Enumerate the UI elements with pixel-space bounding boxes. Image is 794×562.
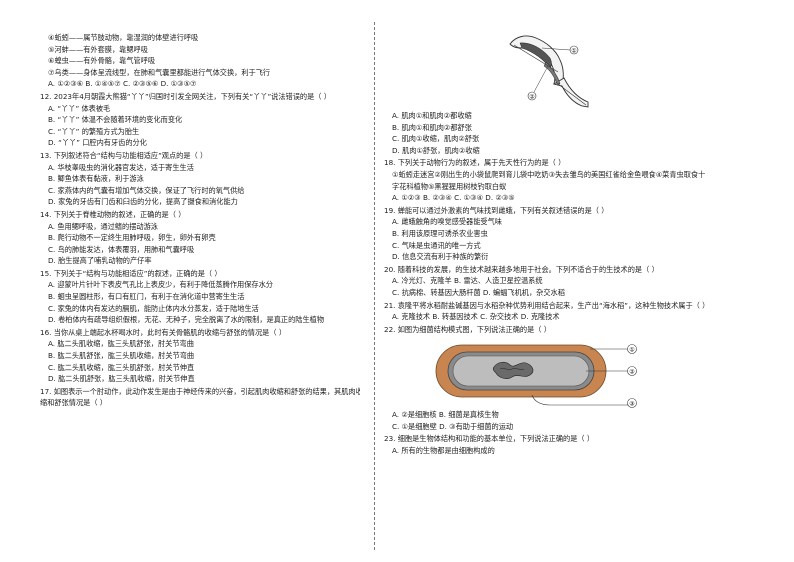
q19-option-a: A. 雌蛾触角的嗅觉感受器能受气味 [392, 217, 502, 227]
bacteria-label-3: ③ [629, 401, 634, 408]
question-12: 12. 2023年4月朝霞大熊猫“丫丫”归国时引发全网关注，下列有关“丫丫”说法… [40, 91, 331, 101]
question-17: 17. 如图表示一个肘动作，此动作发生是由于神经传来的兴奋，引起肌肉收缩和舒张的… [40, 386, 360, 396]
column-divider [374, 22, 375, 550]
question-21: 21. 袁隆平将水稻耐盐碱基因与水稻杂种优势利用结合起来，生产出“海水稻”，这种… [384, 300, 710, 310]
q12-option-b: B. “丫丫” 体温不会随着环境的变化而变化 [48, 115, 183, 125]
question-18: 18. 下列关于动物行为的叙述，属于先天性行为的是（ ） [384, 158, 566, 168]
q14-option-b: B. 爬行动物不一定终生用肺呼吸，卵生，卵外有卵壳 [48, 233, 216, 243]
left-column: ④蚯蚓——属节肢动物，靠湿润的体壁进行呼吸 ⑤河蚌——有外套膜，靠鳃呼吸 ⑥蝗虫… [40, 32, 360, 409]
q13-option-c: C. 家燕体内的气囊有增加气体交换，保证了飞行时的氧气供给 [48, 185, 245, 195]
q15-option-a: A. 迎蒙叶片针叶下表皮气孔比上表皮少，有利于降低蒸腾作用保存水分 [48, 280, 273, 290]
q17-option-a: A. 肌肉①和肌肉②都收缩 [392, 111, 472, 120]
q16-option-d: D. 肱二头肌舒张，肱三头肌收缩，肘关节伸直 [48, 374, 195, 384]
arm-label-1: ① [571, 48, 576, 55]
bacteria-label-2: ② [629, 369, 635, 376]
q19-option-b: B. 利用该原理可诱杀农业害虫 [392, 228, 488, 238]
bacteria-figure: ① ② ③ [432, 337, 652, 409]
question-23: 23. 细胞是生物体结构和功能的基本单位，下列说法正确的是（ ） [384, 434, 595, 444]
question-20: 20. 随着科技的发展，的生技术越来越多地用于社会。下列不适合于的生技术的是（ … [384, 264, 659, 274]
answer-line-6: ⑥蝗虫——有外骨骼，靠气管呼吸 [48, 56, 156, 66]
q15-option-d: D. 卷柏体内有疏导组织假根，无花、无种子，完全脱离了水的限制，是真正的陆生植物 [48, 315, 325, 325]
question-17-cont: 缩和舒张情况是（ ） [40, 398, 107, 408]
q12-option-c: C. “丫丫” 的繁殖方式为胎生 [48, 126, 140, 136]
q16-option-b: B. 肱二头肌舒张，肱三头肌收缩，肘关节弯曲 [48, 351, 195, 361]
q17-option-d: D. 肌肉①舒张，肌肉②收缩 [392, 145, 480, 155]
q13-option-d: D. 家兔的牙齿有门齿和臼齿的分化，提高了摄食和消化能力 [48, 197, 238, 207]
q17-option-c: C. 肌肉①收缩，肌肉②舒张 [392, 134, 480, 144]
arm-diagram: ① ② [509, 35, 589, 108]
q20-options-ab: A. 冷光灯、克隆羊 B. 雷达、人造卫星控温系统 [392, 276, 543, 286]
arm-muscle-figure: ① ② [502, 26, 622, 110]
q14-option-c: C. 鸟的肺能发达，体表覆羽，用肺和气囊呼吸 [48, 244, 195, 254]
q15-option-b: B. 蛔虫呈圆柱形，有口有肛门，有利于在消化道中营寄生生活 [48, 292, 245, 302]
question-22: 22. 如图为细菌结构模式图，下列说法正确的是（ ） [384, 324, 551, 334]
q16-option-a: A. 肱二头肌收缩，肱三头肌舒张，肘关节弯曲 [48, 339, 194, 349]
q23-option-a: A. 所有的生物都是由细胞构成的 [392, 446, 495, 456]
question-19: 19. 蝉能可以通过外激素的气味找到雌蛾，下列有关叙述错误的是（ ） [384, 205, 609, 215]
q13-option-b: B. 鲫鱼体表有黏液，利于游泳 [48, 174, 144, 184]
arm-label-2: ② [529, 94, 535, 101]
q15-option-c: C. 家兔的体内有发达的膈肌，能防止体内水分蒸发，适于陆地生活 [48, 303, 259, 313]
q18-statements-cont: 字花科植物⑤黑猩猩用树枝钓取白蚁 [392, 181, 507, 191]
question-15: 15. 下列关于“结构与功能相适应”的叙述，正确的是（ ） [40, 268, 222, 278]
q21-options: A. 克隆技术 B. 转基因技术 C. 杂交技术 D. 克隆技术 [392, 312, 560, 322]
q12-option-a: A. “丫丫” 体表被毛 [48, 103, 111, 113]
question-14: 14. 下列关于脊椎动物的叙述，正确的是（ ） [40, 209, 186, 219]
q11-options: A. ①②③⑥ B. ①④⑤⑦ C. ②③⑤⑥ D. ①③⑤⑦ [48, 79, 197, 89]
q14-option-a: A. 鱼用鳃呼吸，通过鳍的摆动游泳 [48, 221, 158, 231]
bacteria-dna [492, 362, 534, 380]
q12-option-d: D. “丫丫” 口腔内有牙齿的分化 [48, 138, 147, 148]
q20-options-cd: C. 抗病棉、转基因大肠杆菌 D. 蝙蝠飞机机，杂交水稻 [392, 287, 565, 297]
q16-option-c: C. 肱二头肌收缩，肱三头肌舒张，肘关节伸直 [48, 362, 195, 372]
answer-line-7: ⑦乌类——身体呈流线型，在肺和气囊里都能进行气体交换，利于飞行 [48, 67, 271, 77]
bacteria-label-1: ① [629, 347, 634, 354]
q18-options: A. ①②③ B. ②③④ C. ①③④ D. ②③⑤ [392, 193, 515, 203]
bacteria-diagram: ① ② ③ [435, 344, 637, 409]
question-16: 16. 当你从桌上端起水杯喝水时，此时有关骨骼肌的收缩与舒张的情况是（ ） [40, 327, 287, 337]
q14-option-d: D. 胎生提高了哺乳动物的产仔率 [48, 256, 152, 266]
q19-option-d: D. 信息交流有利于种族的繁衍 [392, 252, 489, 262]
q19-option-c: C. 气味是虫通讯的唯一方式 [392, 240, 481, 250]
right-column: ① ② A. 肌肉①和肌肉②都收缩 B. 肌肉①和肌肉②都舒张 C. 肌肉①收缩… [384, 26, 750, 457]
q13-option-a: A. 华枝睾吸虫的消化器官发达，适于寄生生活 [48, 162, 194, 172]
question-13: 13. 下列叙述符合“结构与功能相适应”观点的是（ ） [40, 150, 208, 160]
answer-line-5: ⑤河蚌——有外套膜，靠鳃呼吸 [48, 44, 148, 54]
bacteria-flagellum [531, 395, 628, 406]
q22-options-ab: A. ②是细胞核 B. 细菌是真核生物 [392, 410, 499, 420]
q22-options-cd: C. ①是细胞壁 D. ③有助于细菌的运动 [392, 421, 514, 431]
q18-statements: ①蚯蚓走迷宫②刚出生的小袋鼠爬到育儿袋中吃奶③失去雏鸟的美国红雀给金鱼喂食④菜青… [392, 169, 706, 179]
answer-line-4: ④蚯蚓——属节肢动物，靠湿润的体壁进行呼吸 [48, 33, 199, 42]
q17-option-b: B. 肌肉①和肌肉②都舒张 [392, 122, 472, 132]
